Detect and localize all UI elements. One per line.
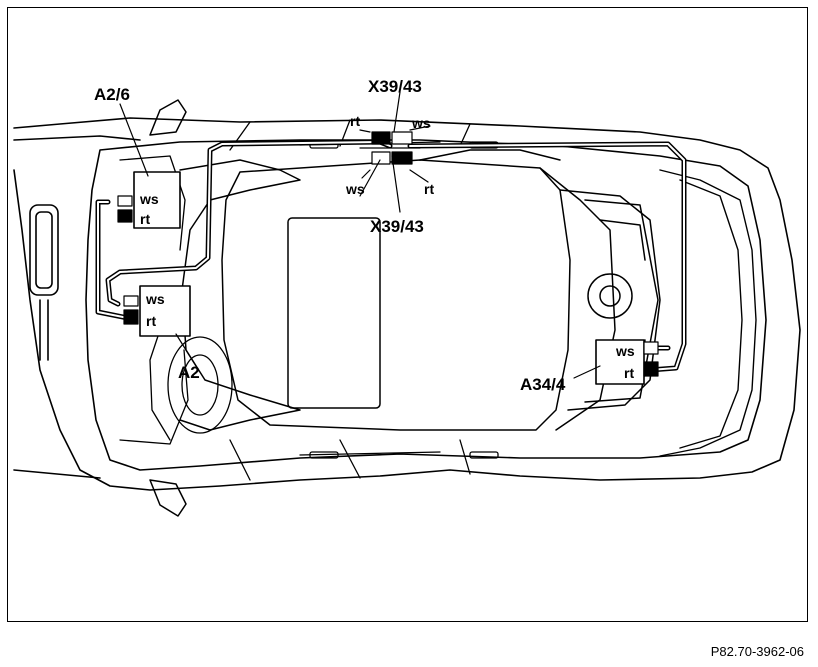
cabin-outline xyxy=(179,149,661,431)
figure-number: P82.70-3962-06 xyxy=(710,644,804,659)
door-lines xyxy=(229,119,499,481)
wire-color-ws: ws xyxy=(345,181,365,197)
wire-color-ws: ws xyxy=(139,191,159,207)
label-x39-43-bottom: X39/43 xyxy=(370,217,424,236)
diagram-frame xyxy=(7,7,808,622)
component-a2-6 xyxy=(133,171,181,229)
side-mirrors xyxy=(149,99,187,517)
label-a34-4: A34/4 xyxy=(520,375,566,394)
wire-color-ws: ws xyxy=(411,115,431,131)
wire-color-rt: rt xyxy=(424,181,434,197)
wire-color-rt: rt xyxy=(140,211,150,227)
label-a2: A2 xyxy=(178,363,200,382)
wire-color-rt: rt xyxy=(350,113,360,129)
car-body-outline xyxy=(13,117,801,491)
component-a2 xyxy=(139,285,191,337)
label-x39-43-top: X39/43 xyxy=(368,77,422,96)
leader-lines xyxy=(119,91,601,379)
wire-color-rt: rt xyxy=(624,365,634,381)
label-a2-6: A2/6 xyxy=(94,85,130,104)
hood-lines xyxy=(659,169,757,457)
wire-color-ws: ws xyxy=(145,291,165,307)
wire-color-ws: ws xyxy=(615,343,635,359)
wiring-harness xyxy=(95,139,687,373)
wire-color-rt: rt xyxy=(146,313,156,329)
connectors xyxy=(117,125,659,377)
